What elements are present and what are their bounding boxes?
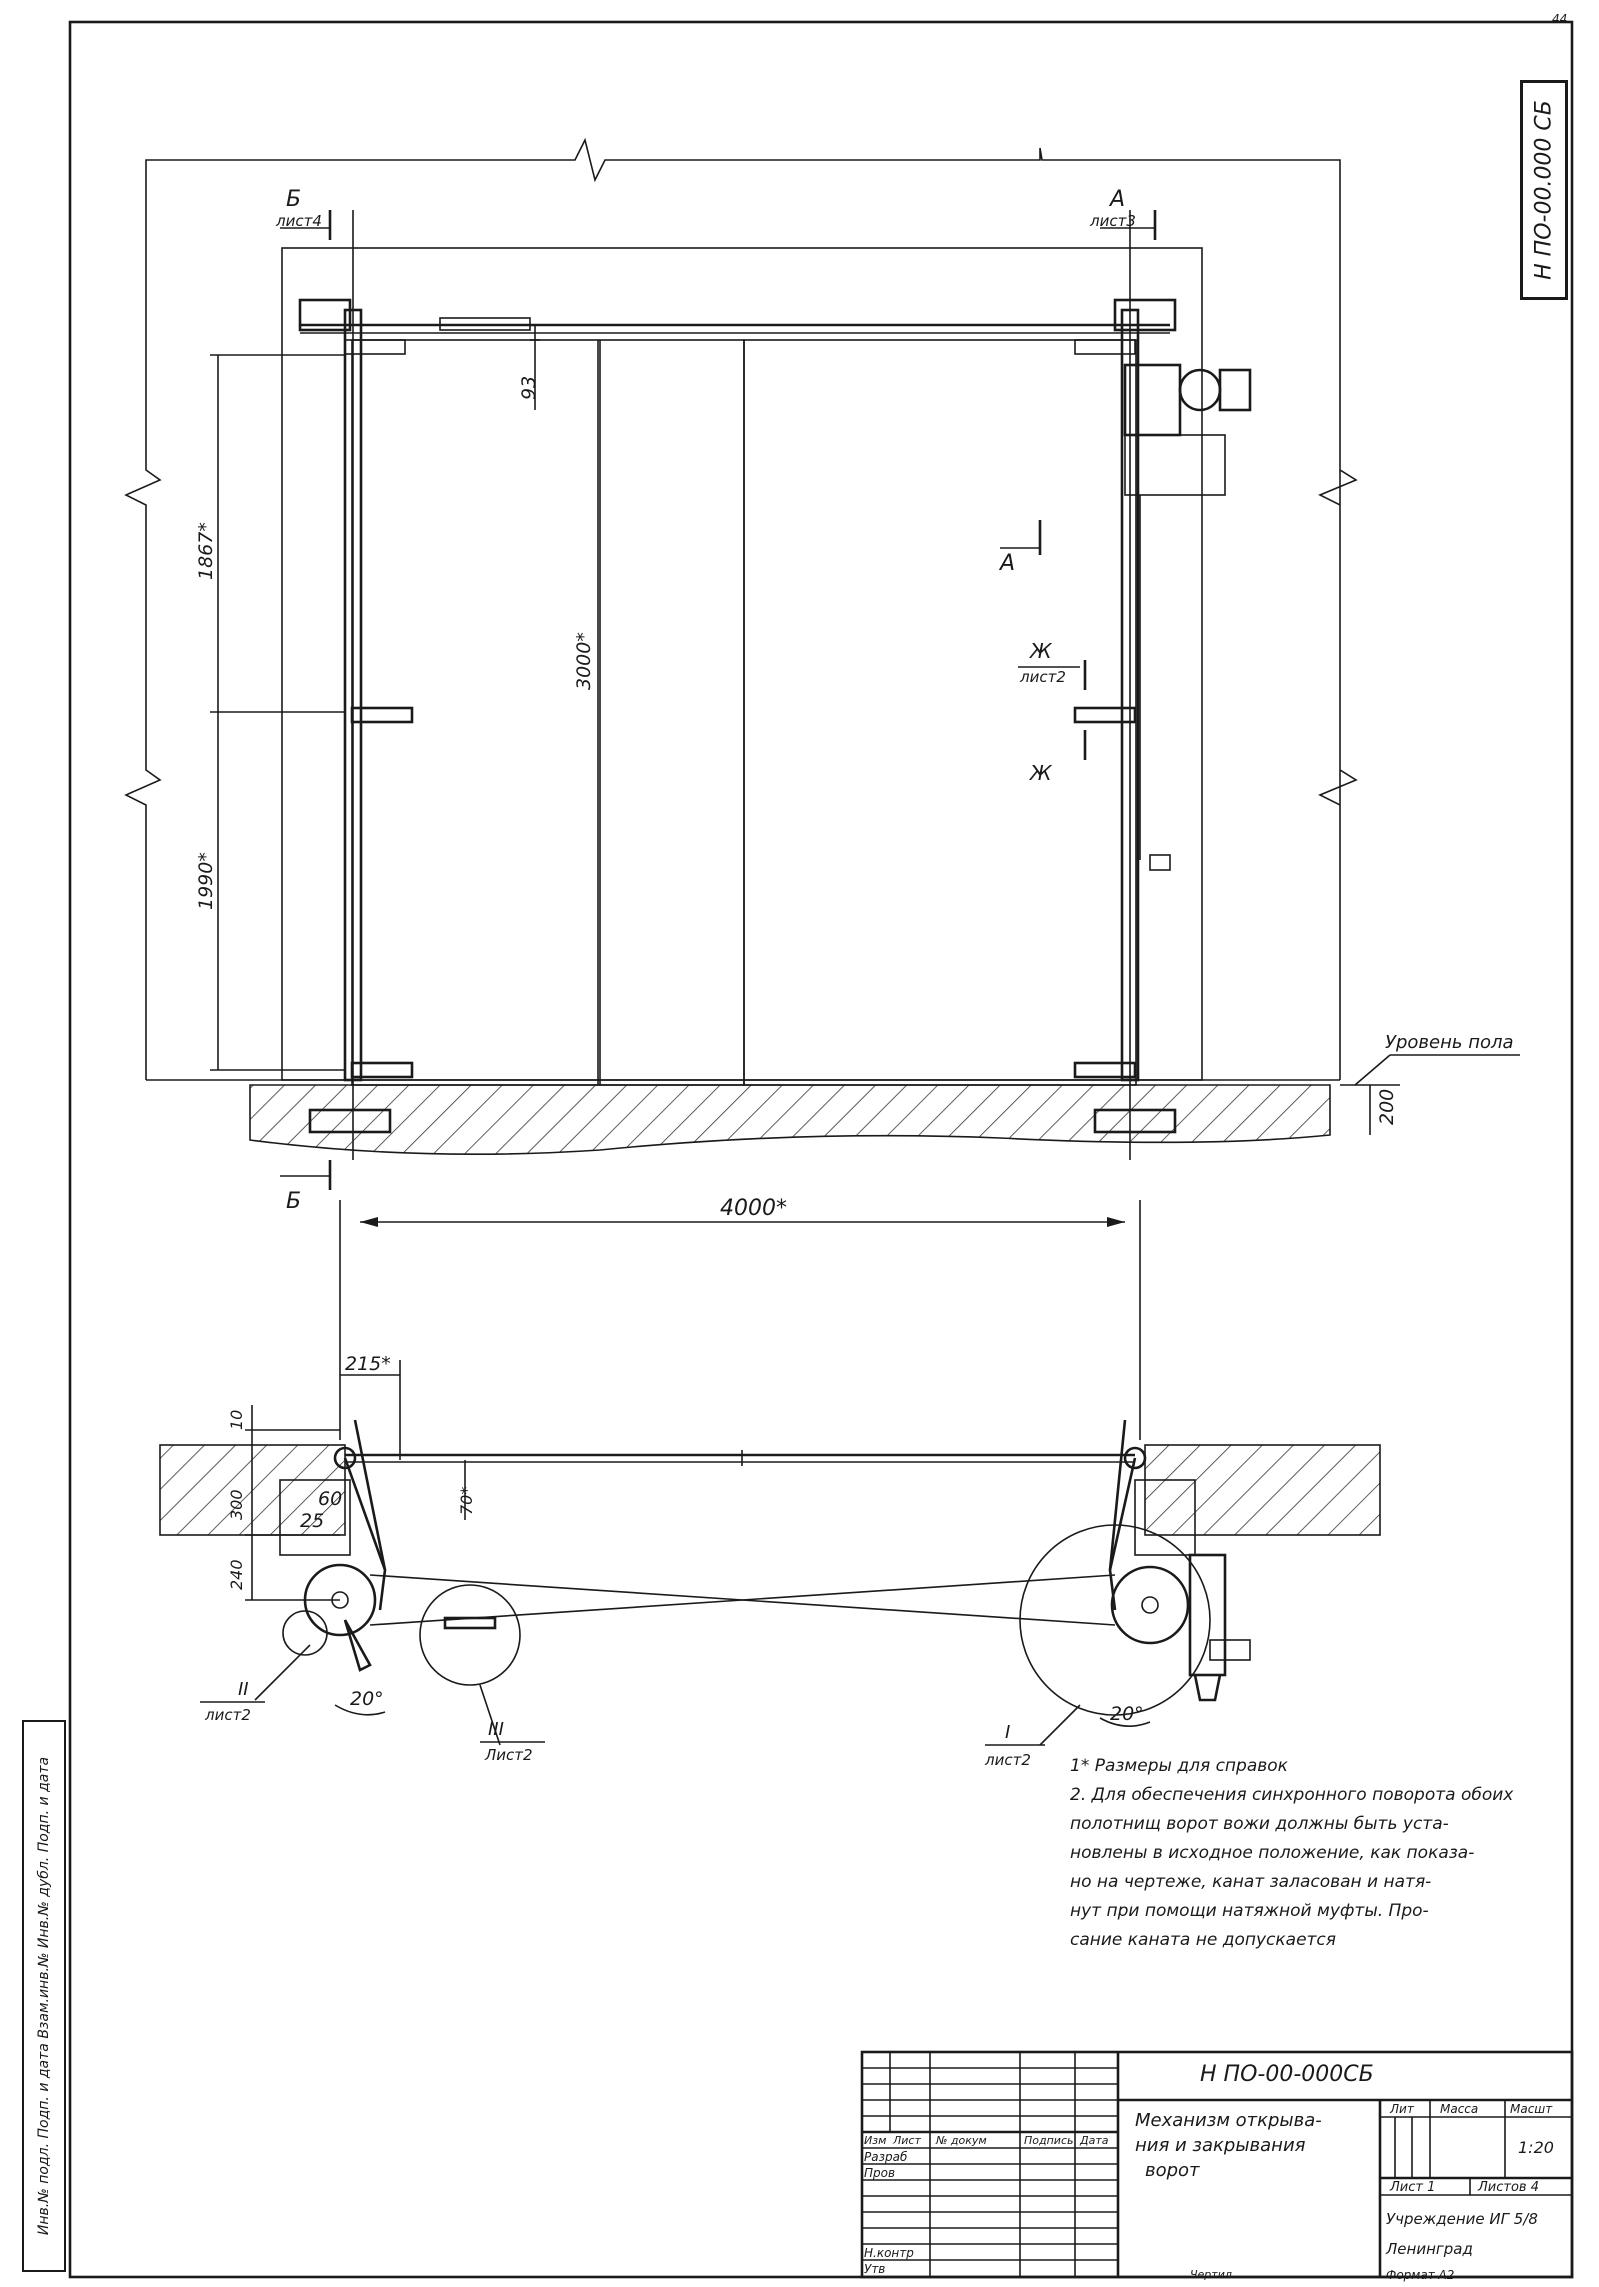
dim-240: 240 [227,1559,246,1590]
plan-view: 215* 10 70* 60 25 300 240 20° 20° II лис… [159,1200,1381,1769]
note-line: 2. Для обеспечения синхронного поворота … [1070,1785,1514,1805]
cable-2 [369,1574,1116,1626]
col-date: Дата [1080,2134,1109,2147]
opening-frame [281,247,1203,1081]
org-line-2: Ленинград [1386,2240,1473,2258]
dim-60: 60 [318,1488,342,1510]
document-code-stamp: Н ПО-00.000 СБ [1520,80,1568,300]
row-utv: Утв [864,2262,886,2276]
mark-b-top: Б [286,187,301,212]
callout-i-sheet: лист2 [984,1751,1031,1769]
col-doc: № докум [936,2134,987,2147]
top-bracket-right [1113,298,1177,332]
title-block-grid [860,2050,1574,2279]
dim-3000: 3000* [573,632,595,690]
mark-b-bottom: Б [286,1189,301,1214]
note-line: но на чертеже, канат заласован и натя- [1070,1872,1432,1892]
hinge-left-middle [350,706,414,724]
row-nkontr: Н.контр [864,2246,914,2260]
mark-b-top-sheet: лист4 [275,212,322,230]
callout-ii-sheet: лист2 [204,1706,251,1724]
note-line: 1* Размеры для справок [1070,1756,1288,1776]
lit-header: Лит [1390,2102,1414,2116]
bottom-label: Чертил [1190,2268,1232,2281]
door-leaf-right [743,339,1137,1086]
drive-unit [1123,363,1252,871]
col-izm: Изм [864,2134,887,2147]
detail-circle-iii [419,1584,521,1686]
callout-ii-num: II [238,1679,249,1700]
mark-a-mid: А [998,551,1015,576]
dim-1867: 1867* [195,522,217,580]
callout-i-num: I [1005,1722,1010,1743]
dim-20b: 20° [1110,1703,1144,1725]
format-label: Формат А2 [1386,2268,1455,2282]
scale-header: Масшт [1510,2102,1553,2116]
elevation-view: 93 1867* 3000* 1990* 200 4000* Б лист4 А… [124,137,1520,1227]
top-bracket-left [298,298,352,332]
dim-4000: 4000* [720,1196,787,1221]
dim-10: 10 [227,1410,246,1430]
mark-zh-bot: Ж [1028,761,1053,785]
stamp-code-text: Н ПО-00.000 СБ [1531,100,1557,280]
sheet-number: Лист 1 [1390,2180,1436,2195]
mark-a-top: А [1108,187,1125,212]
title-line-1: Механизм открыва- [1135,2110,1322,2131]
callout-iii-sheet: Лист2 [484,1746,533,1764]
mark-zh-top: Ж [1028,639,1053,663]
mass-header: Масса [1440,2102,1479,2116]
note-line: нут при помощи натяжной муфты. Про- [1070,1901,1429,1921]
title-doc-code: Н ПО-00-000СБ [1200,2062,1374,2087]
dim-70: 70* [457,1487,476,1515]
notes-block: 1* Размеры для справок 2. Для обеспечени… [1070,1752,1570,1955]
scale-value: 1:20 [1518,2138,1554,2157]
floor-level-label: Уровень пола [1385,1032,1514,1053]
row-prov: Пров [864,2166,896,2180]
left-margin-stamp: Инв.№ подл. Подп. и дата Взам.инв.№ Инв.… [22,1720,66,2272]
title-line-3: ворот [1145,2160,1200,2181]
wall-outline [124,137,1358,1080]
sheet-border [68,20,1574,2279]
dim-93: 93 [518,376,540,400]
foundation-hatch [249,1084,1331,1156]
hinge-right-middle [1073,706,1137,724]
org-line-1: Учреждение ИГ 5/8 [1386,2210,1538,2228]
mark-a-top-sheet: лист3 [1089,212,1136,230]
callout-iii-num: III [488,1719,504,1740]
hinge-left-bottom [350,1061,414,1079]
dim-20a: 20° [350,1688,384,1710]
col-sign: Подпись [1024,2134,1074,2147]
note-line: сание каната не допускается [1070,1930,1337,1950]
title-line-2: ния и закрывания [1135,2135,1306,2156]
dim-200: 200 [1376,1089,1398,1125]
sheet-count: Листов 4 [1478,2180,1539,2195]
wall-band-right [1144,1444,1381,1536]
note-line: новлены в исходное положение, как показа… [1070,1843,1475,1863]
hinge-right-bottom [1073,1061,1137,1079]
left-margin-stamp-text: Инв.№ подл. Подп. и дата Взам.инв.№ Инв.… [36,1756,52,2236]
dim-25: 25 [300,1510,324,1532]
mark-zh-sheet: лист2 [1019,668,1066,686]
dim-1990: 1990* [195,852,217,910]
dim-300: 300 [227,1489,246,1520]
col-list: Лист [893,2134,921,2147]
note-line: полотнищ ворот вожи должны быть уста- [1070,1814,1449,1834]
detail-circle-i [1019,1524,1211,1716]
dim-215: 215* [345,1353,391,1375]
row-razrab: Разраб [864,2150,908,2164]
right-pulley [1110,1565,1190,1645]
